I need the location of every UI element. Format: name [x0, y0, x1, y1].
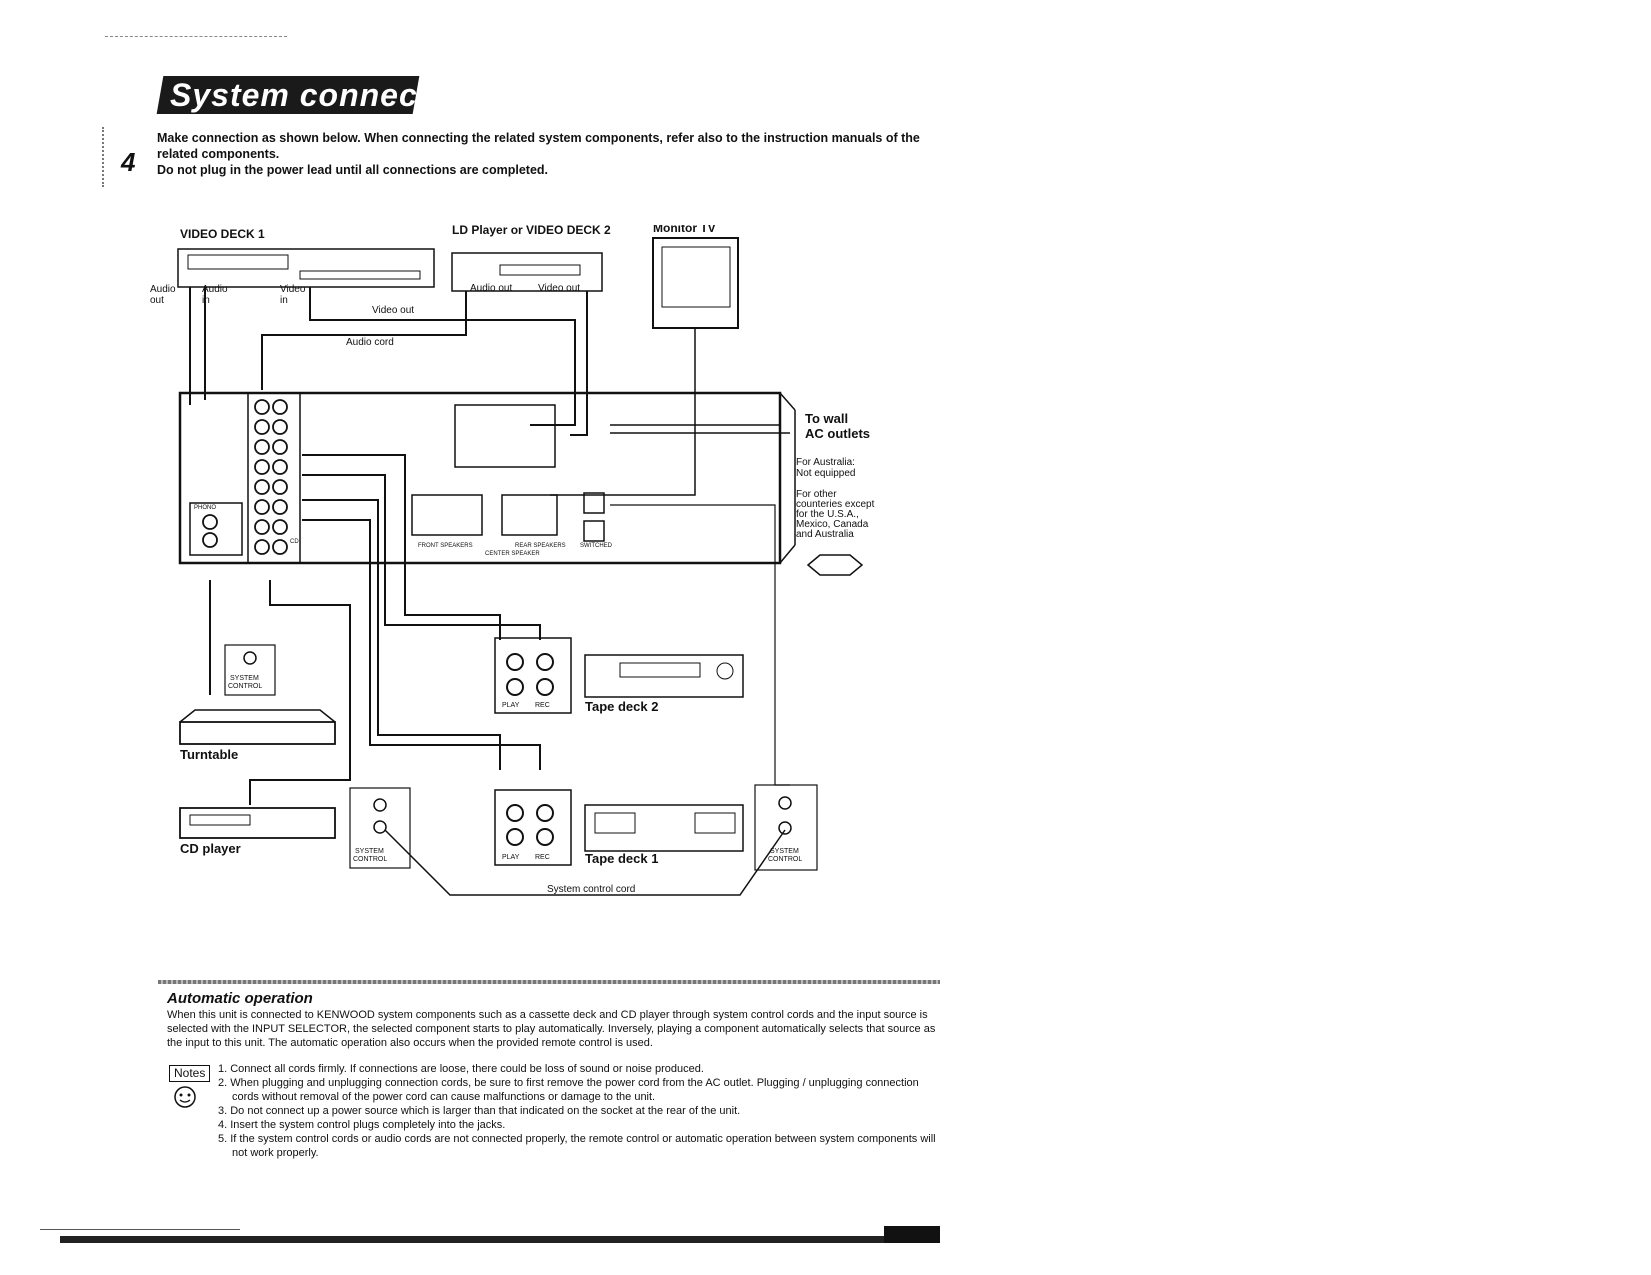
to-wall-label: To wall	[805, 411, 848, 426]
intro-text: Make connection as shown below. When con…	[157, 130, 937, 178]
ld-video-out-label: Video out	[538, 283, 580, 294]
audio-out-label-2: out	[150, 295, 164, 306]
rear-speakers-label: REAR SPEAKERS	[515, 543, 566, 549]
video-in-label: Video	[280, 284, 306, 295]
bottom-thin-line	[40, 1229, 240, 1230]
turntable-system-control-label-2: CONTROL	[228, 683, 262, 690]
audio-in-label-2: in	[202, 295, 210, 306]
note-item: 4. Insert the system control plugs compl…	[218, 1119, 506, 1131]
tape-deck-2-jacks	[494, 637, 572, 714]
tape-deck-1-rec-label: REC	[535, 854, 550, 861]
tape-deck-2	[584, 654, 744, 698]
step-number: 4	[121, 147, 136, 177]
audio-out-label: Audio	[150, 284, 176, 295]
ac-plug-icon	[806, 554, 864, 576]
cd-player	[179, 807, 336, 839]
other-countries-note-3: for the U.S.A.,	[796, 509, 859, 520]
front-speaker-terminals	[411, 494, 483, 536]
australia-note: For Australia:	[796, 457, 855, 468]
page-title: System connection	[170, 77, 481, 113]
bottom-bar	[60, 1236, 940, 1243]
monitor-tv	[652, 237, 739, 329]
ld-audio-out-label: Audio out	[470, 283, 512, 294]
automatic-operation-text: When this unit is connected to KENWOOD s…	[167, 1009, 936, 1049]
turntable-label: Turntable	[180, 747, 238, 762]
notes-label: Notes	[169, 1065, 211, 1082]
tape-deck-1-label: Tape deck 1	[585, 851, 658, 866]
ac-outlet	[583, 520, 605, 542]
tape-deck-1-play-label: PLAY	[502, 854, 520, 861]
top-dashed-line	[105, 36, 287, 37]
other-countries-note-4: Mexico, Canada	[796, 519, 869, 530]
automatic-operation-heading: Automatic operation	[167, 990, 313, 1007]
bottom-corner-mark	[884, 1226, 940, 1243]
system-control-cord-label: System control cord	[547, 884, 635, 895]
intro-line: Make connection as shown below. When con…	[157, 131, 920, 161]
monitor-tv-label: Monitor TV	[653, 225, 716, 235]
tape-deck-2-rec-label: REC	[535, 702, 550, 709]
receiver-rear-panel	[178, 391, 782, 565]
cd-system-control	[349, 787, 411, 869]
tape-deck-1-system-control-label: SYSTEM	[770, 848, 799, 855]
cd-player-label: CD player	[180, 841, 241, 856]
turntable	[179, 721, 336, 745]
ld-player	[451, 252, 603, 292]
notes-list: 1. Connect all cords firmly. If connecti…	[218, 1062, 948, 1160]
rear-speaker-terminals	[501, 494, 558, 536]
other-countries-note-5: and Australia	[796, 529, 854, 540]
front-speakers-label: FRONT SPEAKERS	[418, 543, 473, 549]
tape-deck-1	[584, 804, 744, 852]
note-item: 1. Connect all cords firmly. If connecti…	[218, 1063, 704, 1075]
other-countries-note-2: counteries except	[796, 499, 875, 510]
video-deck-1	[177, 248, 435, 288]
cd-label: CD	[290, 539, 299, 545]
turntable-system-control-label: SYSTEM	[230, 675, 259, 682]
to-wall-label-2: AC outlets	[805, 426, 870, 441]
connection-diagram: VIDEO DECK 1 LD Player or VIDEO DECK 2 M…	[150, 225, 875, 896]
ac-outlet	[583, 492, 605, 514]
note-item: 2. When plugging and unplugging connecti…	[218, 1077, 919, 1103]
phono-label: PHONO	[194, 505, 216, 511]
tape-deck-1-system-control-label-2: CONTROL	[768, 856, 802, 863]
video-out-cord-label: Video out	[372, 305, 414, 316]
video-deck-1-label: VIDEO DECK 1	[180, 227, 265, 241]
audio-cord-label: Audio cord	[346, 337, 394, 348]
tape-deck-1-jacks	[494, 789, 572, 866]
note-item: 5. If the system control cords or audio …	[218, 1133, 936, 1159]
switched-label: SWITCHED	[580, 543, 613, 549]
turntable-system-control	[224, 644, 276, 696]
section-divider	[158, 980, 940, 984]
notes-icon	[174, 1086, 196, 1108]
australia-note-2: Not equipped	[796, 468, 856, 479]
tape-deck-1-system-control	[754, 784, 818, 871]
system-control-block	[454, 404, 556, 468]
intro-line: Do not plug in the power lead until all …	[157, 163, 549, 177]
step-icon	[102, 127, 150, 187]
ld-player-label: LD Player or VIDEO DECK 2	[452, 225, 611, 237]
video-in-label-2: in	[280, 295, 288, 306]
tape-deck-2-play-label: PLAY	[502, 702, 520, 709]
cd-system-control-label: SYSTEM	[355, 848, 384, 855]
tape-deck-2-label: Tape deck 2	[585, 699, 658, 714]
note-item: 3. Do not connect up a power source whic…	[218, 1105, 741, 1117]
center-speaker-label: CENTER SPEAKER	[485, 551, 540, 557]
cd-system-control-label-2: CONTROL	[353, 856, 387, 863]
audio-in-label: Audio	[202, 284, 228, 295]
other-countries-note: For other	[796, 489, 837, 500]
